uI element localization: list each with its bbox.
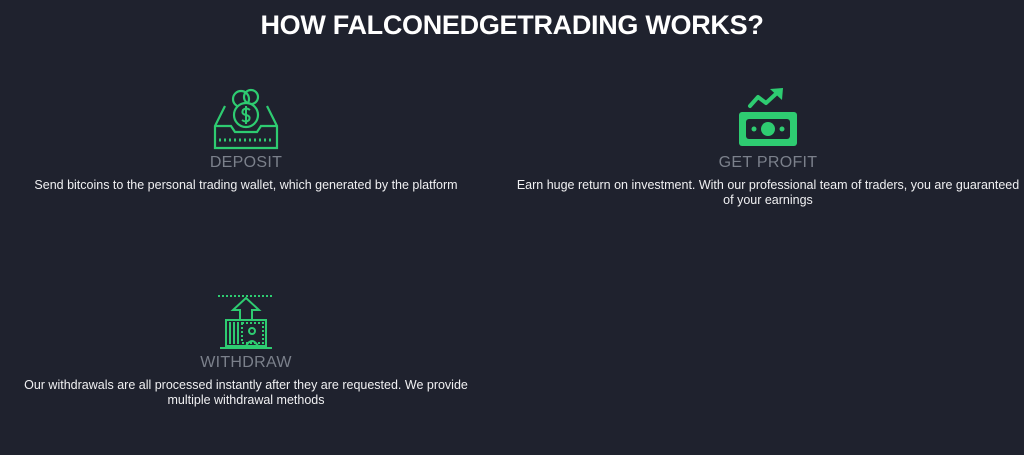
profit-cash-trend-icon: [739, 88, 797, 146]
step-heading: WITHDRAW: [200, 354, 292, 371]
step-description: Send bitcoins to the personal trading wa…: [34, 178, 458, 192]
section-title: HOW FALCONEDGETRADING WORKS?: [260, 10, 764, 40]
step-withdraw: WITHDRAW Our withdrawals are all process…: [0, 292, 492, 408]
step-description: Earn huge return on investment. With our…: [516, 178, 1020, 207]
deposit-tray-coins-icon: [213, 88, 279, 150]
step-deposit: DEPOSIT Send bitcoins to the personal tr…: [0, 86, 492, 193]
step-heading: DEPOSIT: [209, 154, 283, 171]
step-description: Our withdrawals are all processed instan…: [24, 378, 468, 407]
withdraw-cash-arrow-icon: [218, 295, 274, 349]
step-heading: GET PROFIT: [718, 154, 818, 171]
step-get-profit: GET PROFIT Earn huge return on investmen…: [512, 86, 1024, 208]
